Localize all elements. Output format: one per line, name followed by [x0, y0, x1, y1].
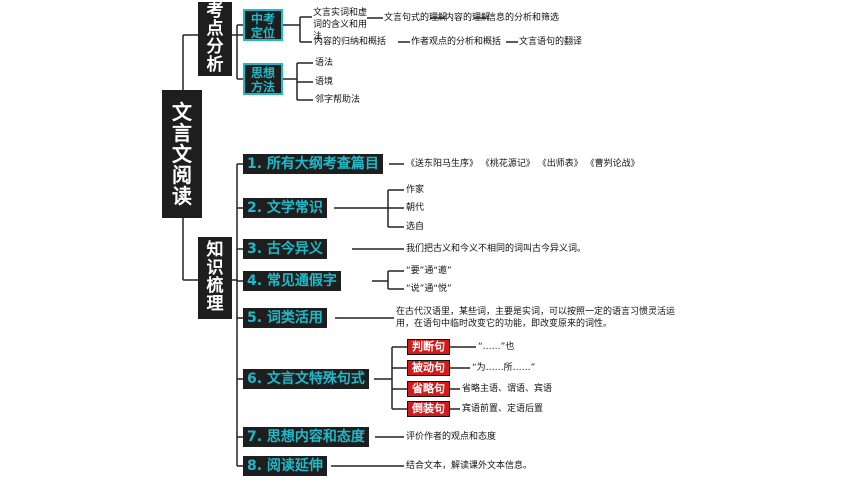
sentence-type-2-detail: “为……所……”: [472, 363, 536, 373]
branch-3-label: 3. 古今异义: [247, 241, 323, 257]
branch-7-detail: 评价作者的观点和态度: [406, 432, 497, 442]
branch-2-item-3: 选自: [406, 222, 425, 232]
branch-7: 7. 思想内容和态度: [243, 427, 369, 447]
positioning-item-1: 文言实词和虚词的含义和用法: [313, 8, 368, 42]
branch-8-detail: 结合文本，解读课外文本信息。: [406, 461, 533, 471]
sentence-type-4-label: 倒装句: [412, 402, 445, 415]
positioning-item-3: 内容的理解: [445, 13, 491, 23]
positioning-item-4: 信息的分析和筛选: [487, 13, 560, 23]
positioning-item-7: 文言语句的翻译: [519, 37, 583, 47]
sentence-type-2: 被动句: [407, 360, 450, 376]
positioning-item-6: 作者观点的分析和概括: [411, 37, 502, 47]
positioning-item-2: 文言句式的理解: [384, 13, 448, 23]
root-node: 文言文阅读: [162, 90, 202, 218]
root-label: 文言文阅读: [172, 99, 192, 208]
branch-2-label: 2. 文学常识: [247, 200, 323, 216]
branch-2: 2. 文学常识: [243, 198, 327, 218]
positioning-item-5: 内容的归纳和概括: [314, 37, 387, 47]
methods-label: 思想方法: [250, 66, 275, 94]
branch-1-detail: 《送东阳马生序》 《桃花源记》 《出师表》 《曹刿论战》: [406, 159, 640, 169]
positioning-label: 中考定位: [250, 12, 275, 40]
kaodian-label: 考点分析: [206, 1, 224, 75]
branch-6: 6. 文言文特殊句式: [243, 369, 369, 389]
branch-5: 5. 词类活用: [243, 308, 327, 328]
kaodian-node: 考点分析: [198, 2, 232, 76]
branch-2-item-1: 作家: [406, 185, 425, 195]
branch-4-item-1: “要”通“邀”: [406, 266, 452, 276]
sentence-type-3-detail: 省略主语、谓语、宾语: [462, 384, 553, 394]
branch-8: 8. 阅读延伸: [243, 456, 327, 476]
methods-node: 思想方法: [243, 63, 283, 95]
branch-2-item-2: 朝代: [406, 203, 425, 213]
sentence-type-1-label: 判断句: [412, 340, 445, 353]
branch-4-label: 4. 常见通假字: [247, 273, 337, 289]
sentence-type-1: 判断句: [407, 339, 450, 355]
branch-5-detail: 在古代汉语里，某些词，主要是实词，可以按照一定的语言习惯灵活运用，在语句中临时改…: [396, 307, 676, 329]
method-item-2: 语境: [315, 77, 334, 87]
branch-3-detail: 我们把古义和今义不相同的词叫古今异义词。: [406, 244, 587, 254]
sentence-type-3: 省略句: [407, 381, 450, 397]
branch-4-item-2: “说”通“悦”: [406, 284, 452, 294]
branch-6-label: 6. 文言文特殊句式: [247, 371, 365, 387]
branch-8-label: 8. 阅读延伸: [247, 458, 323, 474]
positioning-node: 中考定位: [243, 9, 283, 41]
sentence-type-1-detail: “……”也: [478, 342, 515, 352]
branch-3: 3. 古今异义: [243, 239, 327, 259]
branch-1-label: 1. 所有大纲考查篇目: [247, 156, 379, 172]
zhishi-node: 知识梳理: [198, 237, 232, 319]
branch-1: 1. 所有大纲考查篇目: [243, 154, 383, 174]
sentence-type-2-label: 被动句: [412, 361, 445, 374]
branch-5-label: 5. 词类活用: [247, 310, 323, 326]
sentence-type-3-label: 省略句: [412, 382, 445, 395]
method-item-1: 语法: [315, 58, 334, 68]
zhishi-label: 知识梳理: [206, 240, 224, 314]
method-item-3: 邻字帮助法: [315, 95, 361, 105]
branch-7-label: 7. 思想内容和态度: [247, 429, 365, 445]
sentence-type-4: 倒装句: [407, 401, 450, 417]
sentence-type-4-detail: 宾语前置、定语后置: [462, 404, 544, 414]
branch-4: 4. 常见通假字: [243, 271, 341, 291]
